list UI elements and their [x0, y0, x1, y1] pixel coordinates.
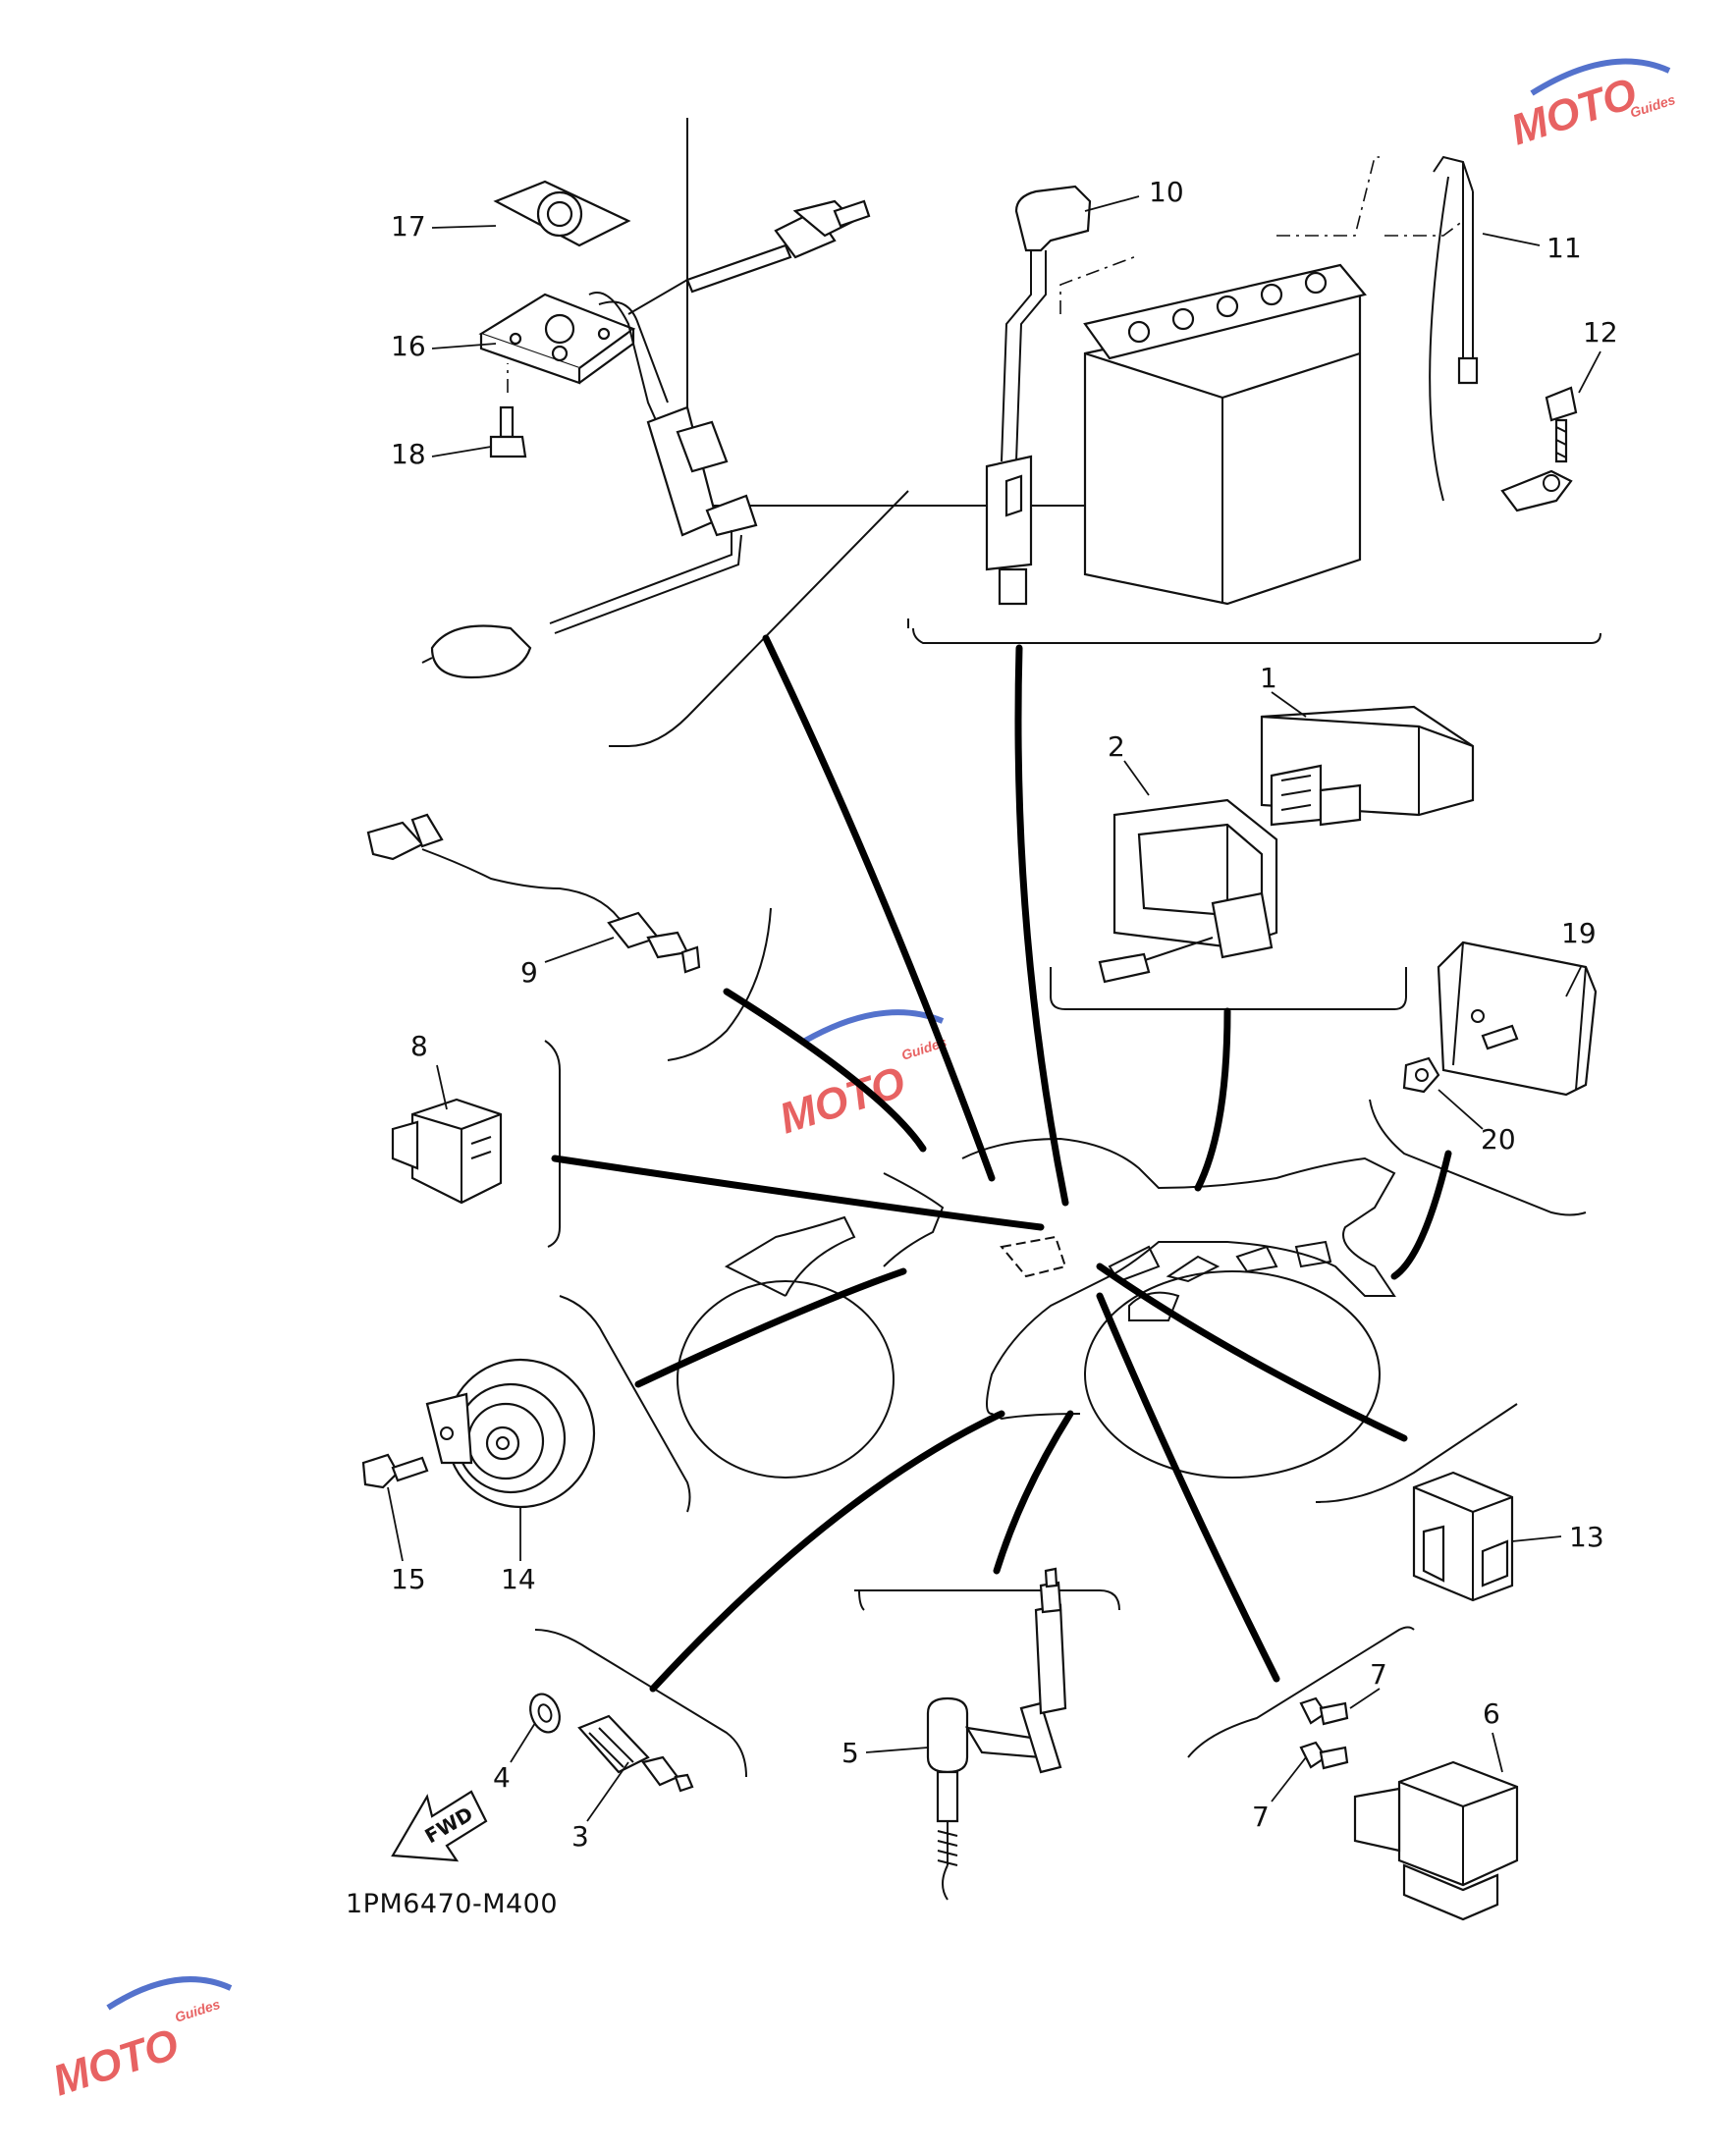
- callout-16: 16: [391, 330, 426, 362]
- reflector-group: [1402, 941, 1598, 1097]
- brake-switch: [926, 1567, 1067, 1901]
- callout-11: 11: [1546, 232, 1582, 264]
- callout-19: 19: [1561, 917, 1597, 949]
- watermark-text: MOTO: [47, 2019, 185, 2105]
- location-leader-lines: [551, 634, 1452, 1693]
- callout-8: 8: [410, 1030, 428, 1062]
- callout-14: 14: [501, 1563, 536, 1595]
- callout-1: 1: [1260, 662, 1277, 694]
- callout-4: 4: [493, 1761, 511, 1794]
- watermark-logo-center: MOTO Guides: [774, 1009, 949, 1144]
- callout-5: 5: [841, 1737, 859, 1769]
- callout-10: 10: [1149, 176, 1184, 208]
- callout-7b: 7: [1252, 1801, 1270, 1833]
- watermark-logo-top-right: MOTO Guides: [1505, 58, 1677, 155]
- ignition-coil: [1412, 1471, 1514, 1602]
- callout-18: 18: [391, 438, 426, 470]
- callout-20: 20: [1481, 1123, 1516, 1156]
- callout-leaders: [387, 195, 1601, 1822]
- callout-3: 3: [571, 1820, 589, 1853]
- forward-arrow: FWD: [391, 1790, 488, 1862]
- horn-assembly: [361, 1358, 596, 1509]
- callout-12: 12: [1583, 316, 1618, 349]
- watermark-subtext: Guides: [173, 1996, 222, 2025]
- callout-17: 17: [391, 210, 426, 242]
- starter-relay: [1299, 1696, 1519, 1921]
- battery-group: [985, 155, 1578, 606]
- diagram-code: 1PM6470-M400: [346, 1889, 558, 1919]
- neutral-switch: [529, 1693, 694, 1793]
- callout-labels: 1 2 3 4 5 6 7 7 8 9 10 11 12 13 14 15 16…: [391, 176, 1618, 1853]
- watermark-logo-bottom-left: MOTO Guides: [47, 1976, 233, 2106]
- callout-7a: 7: [1370, 1658, 1387, 1691]
- callout-15: 15: [391, 1563, 426, 1595]
- cdi-unit-group: [1098, 705, 1475, 984]
- fuel-sender-unit: [421, 180, 871, 679]
- sensor-switch: [366, 813, 701, 974]
- callout-2: 2: [1108, 730, 1125, 763]
- callout-6: 6: [1483, 1697, 1500, 1730]
- relay-unit: [391, 1098, 503, 1205]
- watermark-text: MOTO: [1505, 69, 1643, 154]
- callout-13: 13: [1569, 1521, 1604, 1553]
- callout-9: 9: [520, 956, 538, 989]
